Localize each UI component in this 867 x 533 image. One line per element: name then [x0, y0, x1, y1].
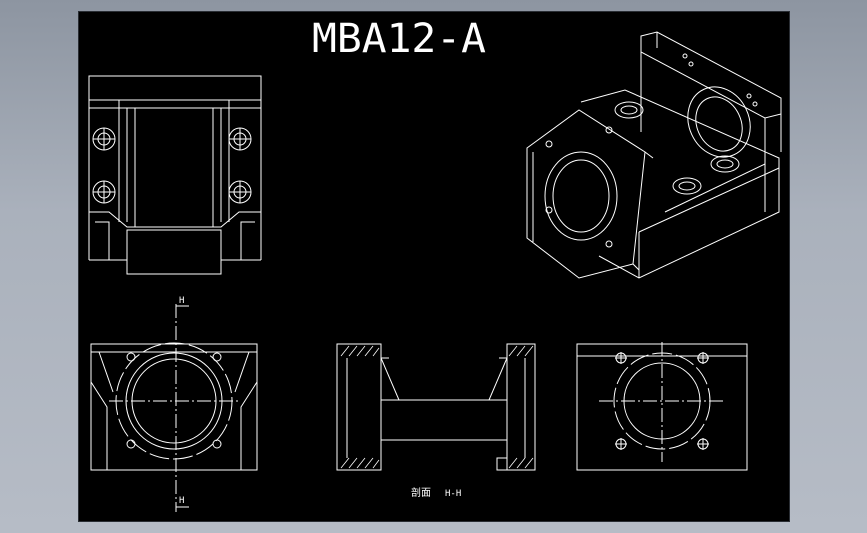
section-caption-prefix: 剖面	[411, 486, 431, 499]
cad-drawing-canvas[interactable]: MBA12-A	[79, 12, 789, 521]
side-view	[576, 342, 748, 471]
isometric-view	[526, 31, 782, 279]
section-view	[336, 343, 536, 471]
section-marker-top: H	[179, 296, 184, 306]
cad-drawing: MBA12-A	[88, 16, 782, 512]
top-view	[88, 75, 262, 275]
front-view	[90, 342, 258, 471]
drawing-title: MBA12-A	[312, 16, 486, 62]
section-marker-bottom: H	[179, 496, 184, 506]
section-caption: H-H	[445, 489, 461, 499]
section-line-h	[175, 304, 189, 512]
